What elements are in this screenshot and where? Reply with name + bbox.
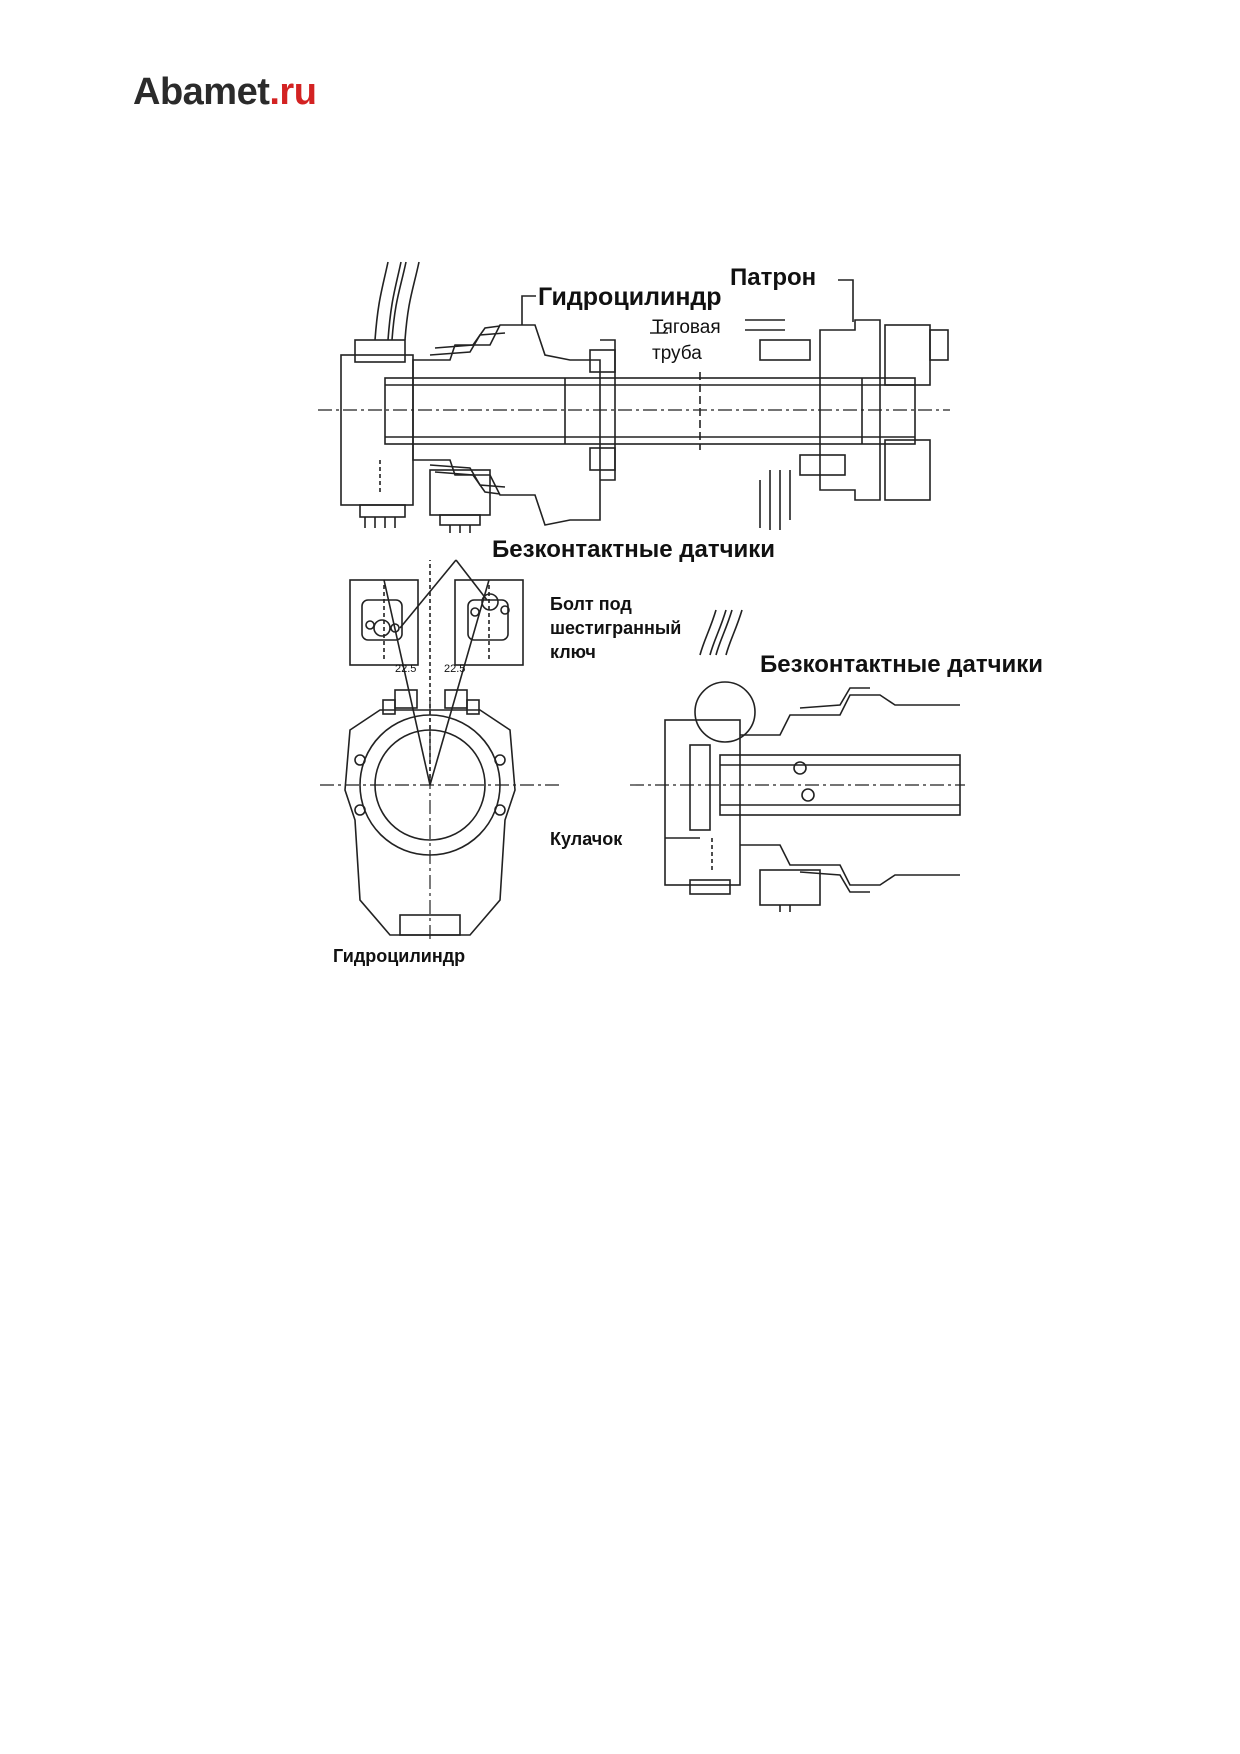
logo-tld: .ru xyxy=(269,71,317,113)
label-chuck: Патрон xyxy=(730,264,816,291)
chuck-body xyxy=(819,319,881,501)
hydraulic-cylinder-diagram: Гидроцилиндр Патрон Тяговая труба Безкон… xyxy=(318,261,1043,966)
label-cam: Кулачок xyxy=(550,829,623,849)
label-angle-right: 22.5 xyxy=(444,663,465,675)
partial-section-drawing xyxy=(630,609,965,912)
label-draw-tube-1: Тяговая xyxy=(652,317,721,338)
sensor-detail-circle xyxy=(694,681,756,743)
logo-brand: Abamet xyxy=(133,71,270,113)
abamet-logo[interactable]: Abamet.ru xyxy=(133,71,317,113)
end-view-drawing xyxy=(320,559,560,940)
top-assembly-drawing xyxy=(318,261,950,533)
label-hex-bolt-1: Болт под xyxy=(550,594,632,614)
leader-sensors-right xyxy=(455,559,488,601)
cylinder-end-body xyxy=(344,709,516,936)
label-draw-tube-2: труба xyxy=(652,343,702,364)
leader-sensors-left xyxy=(399,559,457,629)
label-hex-bolt-3: ключ xyxy=(550,642,596,662)
draw-tube xyxy=(384,377,916,445)
label-angle-left: 22.5 xyxy=(395,663,416,675)
label-sensors-right: Безконтактные датчики xyxy=(760,651,1043,678)
label-hex-bolt-2: шестигранный xyxy=(550,618,681,638)
leader-hydrocylinder-top xyxy=(521,295,536,325)
hose-2 xyxy=(387,261,402,341)
cylinder-body xyxy=(412,324,601,526)
leader-chuck xyxy=(838,279,854,322)
hose-1 xyxy=(374,261,389,341)
label-sensors-top: Безконтактные датчики xyxy=(492,536,775,563)
label-hydrocylinder-top: Гидроцилиндр xyxy=(538,283,722,311)
sensor-housing-right xyxy=(664,719,741,886)
label-hydrocylinder-bottom: Гидроцилиндр xyxy=(333,946,465,966)
